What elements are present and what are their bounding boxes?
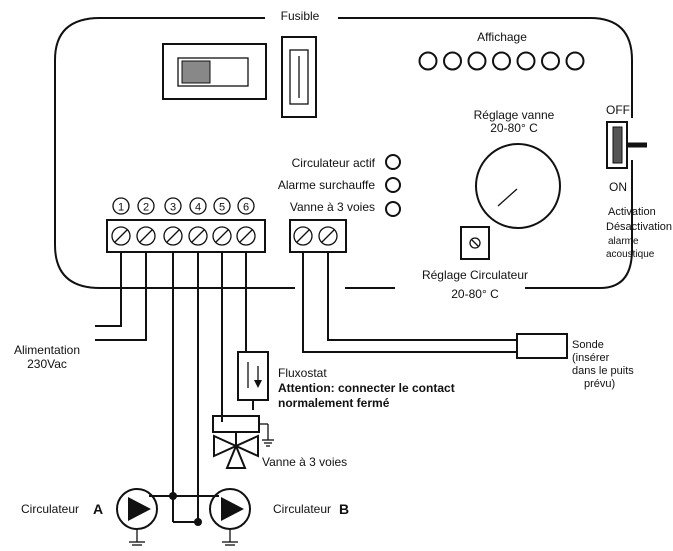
on-label: ON: [609, 180, 627, 194]
fluxostat-icon: [237, 351, 269, 410]
circulator-active-led: [385, 154, 401, 170]
main-terminal-screws: [111, 226, 256, 246]
terminal-screw-icon: [136, 226, 156, 246]
terminal-screw-icon: [212, 226, 232, 246]
circulator-active-label: Circulateur actif: [292, 156, 376, 170]
svg-text:1: 1: [118, 202, 124, 214]
circulator-b-label: Circulateur: [273, 502, 331, 516]
display-led: [541, 51, 560, 71]
terminal-screw-icon: [293, 226, 313, 246]
fuse-icon: [281, 36, 317, 118]
probe-note-3: prévu): [584, 378, 615, 390]
attention-note-2: normalement fermé: [278, 396, 390, 410]
display-led-row: [418, 51, 585, 71]
power-supply-voltage: 230Vac: [27, 357, 67, 371]
fuse-label: Fusible: [281, 9, 320, 23]
overheat-alarm-label: Alarme surchauffe: [278, 178, 375, 192]
terminal-number: 5: [213, 197, 231, 215]
junction-dot: [169, 492, 177, 500]
main-terminal-block: [106, 219, 266, 253]
valve-setting-label: Réglage vanne: [474, 108, 555, 122]
svg-text:5: 5: [219, 202, 225, 214]
probe-note-2: dans le puits: [572, 365, 634, 377]
three-way-valve-label: Vanne à 3 voies: [262, 455, 347, 469]
pump-a-icon: [116, 488, 158, 546]
alarm-label: alarme: [608, 236, 639, 247]
terminal-screw-icon: [163, 226, 183, 246]
wiring: [95, 252, 517, 523]
probe-terminal-screws: [293, 226, 338, 246]
svg-text:3: 3: [170, 202, 176, 214]
terminal-number: 3: [164, 197, 182, 215]
activation-label: Activation: [608, 206, 656, 218]
display-led: [467, 51, 487, 71]
power-supply-label: Alimentation: [14, 343, 80, 357]
junction-dot: [194, 518, 202, 526]
display-label: Affichage: [477, 30, 527, 44]
terminal-screw-icon: [111, 226, 131, 246]
terminal-number: 2: [137, 197, 155, 215]
probe-terminal-block: [289, 219, 347, 253]
pump-b-icon: [209, 488, 251, 546]
valve-setting-range: 20-80° C: [490, 121, 538, 135]
three-way-valve-led: [385, 201, 401, 217]
three-way-valve-led-label: Vanne à 3 voies: [290, 200, 375, 214]
fluxostat-label: Fluxostat: [278, 366, 327, 380]
display-led: [492, 51, 511, 71]
probe-icon: [516, 333, 568, 359]
deactivation-label: Désactivation: [606, 221, 672, 233]
acoustic-label: acoustique: [606, 249, 655, 260]
terminal-number: 6: [237, 197, 255, 215]
overheat-alarm-led: [385, 177, 401, 193]
toggle-switch-icon: [606, 121, 647, 169]
display-led: [516, 51, 536, 71]
terminal-screw-icon: [318, 226, 338, 246]
svg-text:6: 6: [243, 202, 249, 214]
circulator-a-letter: A: [93, 501, 103, 517]
svg-text:4: 4: [195, 202, 201, 214]
svg-text:2: 2: [143, 202, 149, 214]
display-led: [418, 51, 438, 71]
circulator-setting-range: 20-80° C: [451, 287, 499, 301]
circulator-a-label: Circulateur: [21, 502, 79, 516]
display-led: [443, 51, 462, 71]
probe-label: Sonde: [572, 339, 604, 351]
terminal-number: 4: [189, 197, 207, 215]
display-led: [565, 51, 585, 71]
slide-switch-icon: [162, 43, 267, 100]
terminal-number: 1: [112, 197, 130, 215]
valve-knob-icon: [475, 143, 561, 229]
circulator-setting-label: Réglage Circulateur: [422, 268, 528, 282]
circulator-b-letter: B: [339, 501, 349, 517]
off-label: OFF: [606, 103, 630, 117]
terminal-screw-icon: [236, 226, 256, 246]
controller-housing: [54, 17, 633, 289]
probe-note-1: (insérer: [572, 352, 610, 364]
terminal-number-row: 1 2 3 4 5 6: [112, 197, 255, 215]
three-way-valve-icon: [212, 415, 274, 469]
terminal-screw-icon: [188, 226, 208, 246]
circulator-adjust-screw-icon: [460, 226, 490, 260]
attention-note: Attention: connecter le contact: [278, 381, 455, 395]
